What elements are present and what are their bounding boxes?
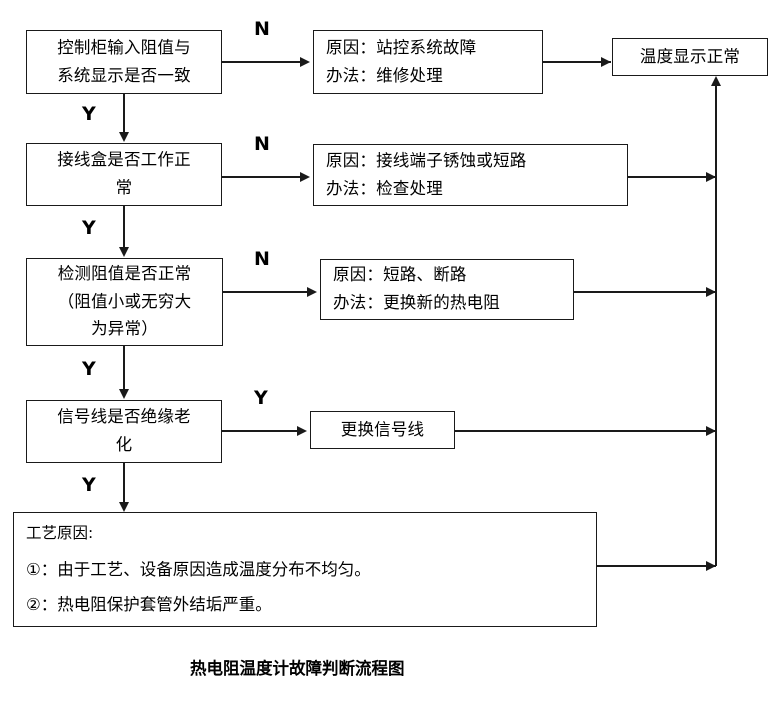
connector-replace-wire-to-return-bus xyxy=(455,430,716,432)
arrowhead-right xyxy=(297,425,307,436)
cause-line: 原因：站控系统故障 xyxy=(326,37,477,57)
process-reason-item: ②：热电阻保护套管外结垢严重。 xyxy=(26,595,272,615)
arrowhead-down xyxy=(118,132,129,142)
edge-label-n-2: N xyxy=(254,133,270,155)
arrowhead-down xyxy=(118,389,129,399)
cause-box-terminal-corrosion: 原因：接线端子锈蚀或短路 办法：检查处理 xyxy=(313,144,628,206)
connector-d1-to-d2 xyxy=(123,94,125,133)
arrowhead-right xyxy=(307,286,317,297)
process-reasons-title: 工艺原因: xyxy=(26,524,94,542)
arrowhead-down xyxy=(118,247,129,257)
terminal-box-temperature-normal: 温度显示正常 xyxy=(612,38,768,76)
arrowhead-right xyxy=(706,286,716,297)
cause-box-short-open-circuit: 原因：短路、断路 办法：更换新的热电阻 xyxy=(320,259,574,320)
process-reasons-box: 工艺原因: ①：由于工艺、设备原因造成温度分布不均匀。 ②：热电阻保护套管外结垢… xyxy=(13,512,597,627)
edge-label-n-3: N xyxy=(254,248,270,270)
cause-box-station-control-fault: 原因：站控系统故障 办法：维修处理 xyxy=(313,30,543,94)
arrowhead-up xyxy=(710,76,721,86)
decision-box-check-resistance-value: 检测阻值是否正常 （阻值小或无穷大 为异常） xyxy=(26,258,223,346)
decision-line: 检测阻值是否正常 xyxy=(57,263,192,283)
edge-label-y-2: Y xyxy=(82,217,96,239)
remedy-line: 办法：维修处理 xyxy=(326,65,443,85)
decision-line: 常 xyxy=(115,178,133,197)
connector-d4-to-process-box xyxy=(123,463,125,503)
connector-d1-to-cause1 xyxy=(222,61,301,63)
arrowhead-right xyxy=(300,56,310,67)
connector-d3-to-cause3 xyxy=(223,291,308,293)
connector-cause1-to-terminal xyxy=(543,61,611,63)
edge-label-n-1: N xyxy=(254,18,270,40)
connector-d3-to-d4 xyxy=(123,346,125,390)
arrowhead-right xyxy=(706,425,716,436)
action-box-replace-signal-wire: 更换信号线 xyxy=(310,411,455,449)
edge-label-y-3: Y xyxy=(82,358,96,380)
edge-label-y-branch: Y xyxy=(254,387,268,409)
remedy-line: 办法：更换新的热电阻 xyxy=(333,293,500,312)
arrowhead-right xyxy=(601,56,611,67)
connector-cause2-to-return-bus xyxy=(628,176,716,178)
decision-box-check-cabinet-resistance: 控制柜输入阻值与 系统显示是否一致 xyxy=(26,30,222,94)
decision-line: 为异常） xyxy=(91,319,158,339)
connector-cause3-to-return-bus xyxy=(574,291,716,293)
decision-line: 化 xyxy=(115,435,133,454)
cause-line: 原因：短路、断路 xyxy=(333,265,467,285)
connector-d2-to-cause2 xyxy=(222,176,301,178)
decision-line: 系统显示是否一致 xyxy=(57,65,191,85)
edge-label-y-1: Y xyxy=(82,103,96,125)
process-reason-item: ①：由于工艺、设备原因造成温度分布不均匀。 xyxy=(26,559,371,579)
arrowhead-right xyxy=(300,171,310,182)
decision-line: （阻值小或无穷大 xyxy=(57,291,192,311)
diagram-caption: 热电阻温度计故障判断流程图 xyxy=(190,659,405,678)
connector-process-box-to-return-bus xyxy=(597,565,716,567)
decision-line: 接线盒是否工作正 xyxy=(57,150,191,170)
arrowhead-right xyxy=(706,560,716,571)
connector-d4-to-replace-wire xyxy=(222,430,298,432)
remedy-line: 办法：检查处理 xyxy=(326,178,443,198)
decision-box-check-junction-box: 接线盒是否工作正 常 xyxy=(26,143,222,206)
cause-line: 原因：接线端子锈蚀或短路 xyxy=(326,150,527,170)
edge-label-y-4: Y xyxy=(82,474,96,496)
terminal-label: 温度显示正常 xyxy=(639,46,741,66)
return-bus-vertical-line xyxy=(715,86,717,566)
arrowhead-right xyxy=(706,171,716,182)
decision-line: 信号线是否绝缘老 xyxy=(57,407,191,427)
decision-line: 控制柜输入阻值与 xyxy=(57,37,191,57)
arrowhead-down xyxy=(118,502,129,512)
connector-d2-to-d3 xyxy=(123,206,125,248)
action-label: 更换信号线 xyxy=(340,419,425,439)
decision-box-check-signal-wire-aging: 信号线是否绝缘老 化 xyxy=(26,400,222,463)
